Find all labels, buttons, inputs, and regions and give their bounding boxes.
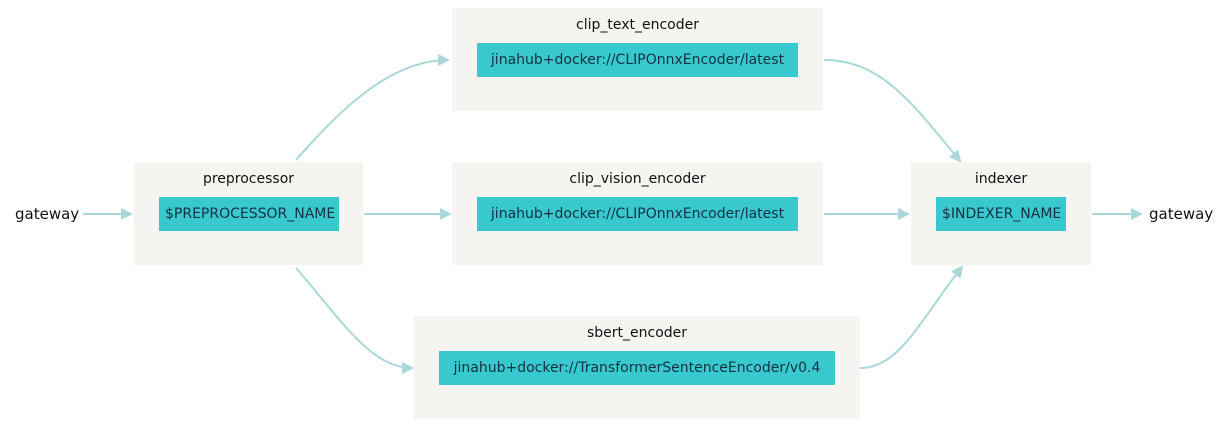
executor-indexer: indexer $INDEXER_NAME bbox=[911, 162, 1091, 265]
edge-sbert-to-indexer bbox=[859, 265, 964, 369]
edge-preprocessor-to-sbert bbox=[295, 267, 414, 374]
executor-clip-text-encoder: clip_text_encoder jinahub+docker://CLIPO… bbox=[452, 8, 823, 111]
executor-uses: jinahub+docker://CLIPOnnxEncoder/latest bbox=[477, 43, 798, 77]
executor-clip-vision-encoder: clip_vision_encoder jinahub+docker://CLI… bbox=[452, 162, 823, 265]
executor-title: indexer bbox=[974, 171, 1028, 187]
executor-title: sbert_encoder bbox=[586, 325, 688, 341]
executor-title: clip_vision_encoder bbox=[569, 171, 706, 187]
executor-uses: $PREPROCESSOR_NAME bbox=[159, 197, 339, 231]
gateway-start: gateway bbox=[15, 205, 80, 223]
executor-sbert-encoder: sbert_encoder jinahub+docker://Transform… bbox=[414, 316, 860, 419]
executor-uses: jinahub+docker://TransformerSentenceEnco… bbox=[439, 351, 835, 385]
executor-preprocessor: preprocessor $PREPROCESSOR_NAME bbox=[134, 162, 363, 265]
executor-uses: jinahub+docker://CLIPOnnxEncoder/latest bbox=[477, 197, 798, 231]
executor-title: preprocessor bbox=[202, 171, 295, 187]
edge-clip-text-to-indexer bbox=[823, 59, 962, 163]
executor-uses: $INDEXER_NAME bbox=[936, 197, 1066, 231]
gateway-end: gateway bbox=[1149, 205, 1214, 223]
edge-preprocessor-to-clip-text bbox=[295, 54, 450, 161]
executor-title: clip_text_encoder bbox=[576, 17, 699, 33]
